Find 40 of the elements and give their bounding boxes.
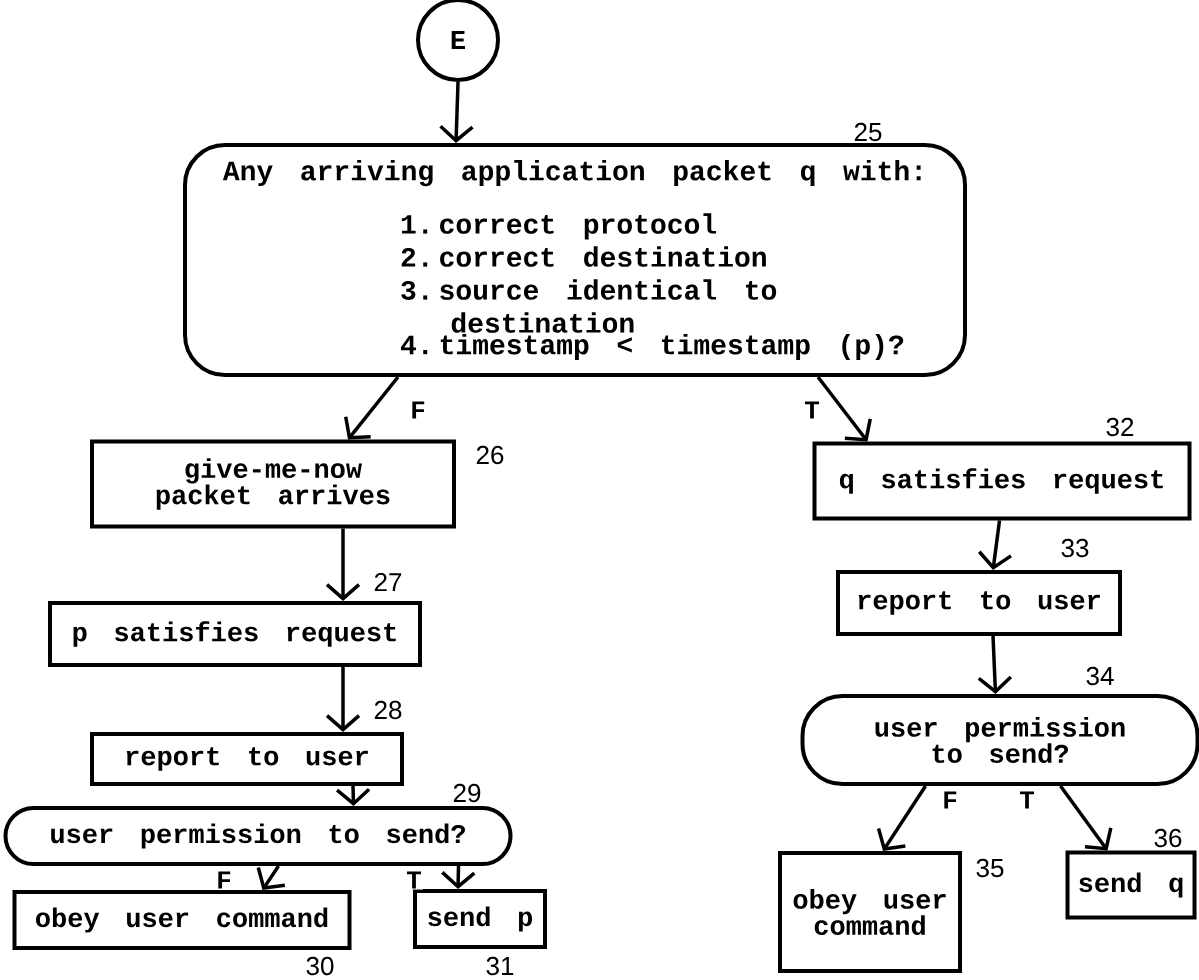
step-number: 26 — [476, 445, 504, 465]
process-box: send p — [413, 889, 547, 949]
node-label: 3. source identical to destination — [401, 279, 777, 333]
edge-label: F — [941, 790, 959, 810]
process-box: obey user command — [12, 890, 352, 950]
edge-label: T — [1018, 790, 1036, 810]
step-number: 36 — [1154, 828, 1182, 848]
process-box: report to user — [836, 570, 1122, 636]
process-box: q satisfies request — [812, 441, 1192, 521]
edge-label: T — [405, 870, 423, 890]
step-number: 30 — [306, 956, 334, 976]
node-label: 2. correct destination — [401, 246, 766, 267]
step-number: 34 — [1086, 666, 1114, 686]
decision-box: user permission to send? — [3, 806, 513, 866]
process-box: report to user — [90, 732, 404, 786]
node-label: 4. timestamp < timestamp (p)? — [400, 333, 904, 360]
node-label: Any arriving application packet q with: — [222, 160, 921, 187]
step-number: 28 — [374, 700, 402, 720]
step-number: 33 — [1061, 538, 1089, 558]
edge-label: F — [215, 870, 233, 890]
process-box: p satisfies request — [48, 601, 422, 667]
decision-box: Any arriving application packet q with: 1. correct protocol 2. correct destination 3. source identical to destination 4. timestamp < timestamp (p)? — [183, 143, 967, 377]
edge-label: T — [803, 400, 821, 420]
process-box: obey user command — [778, 851, 962, 973]
arrow — [876, 785, 927, 851]
step-number: 32 — [1106, 417, 1134, 437]
step-number: 29 — [453, 783, 481, 803]
edge-label: F — [409, 400, 427, 420]
process-box: send q — [1065, 850, 1197, 920]
step-number: 31 — [486, 956, 514, 976]
step-number: 27 — [374, 572, 402, 592]
step-number: 25 — [854, 122, 882, 142]
decision-box: user permission to send? — [800, 694, 1199, 786]
arrow — [1059, 784, 1113, 851]
step-number: 35 — [976, 858, 1004, 878]
arrow — [325, 528, 361, 601]
arrow — [344, 375, 400, 440]
process-box: give-me-now packet arrives — [90, 439, 456, 529]
node-label: 1. correct protocol — [401, 213, 717, 240]
arrow — [816, 375, 872, 442]
